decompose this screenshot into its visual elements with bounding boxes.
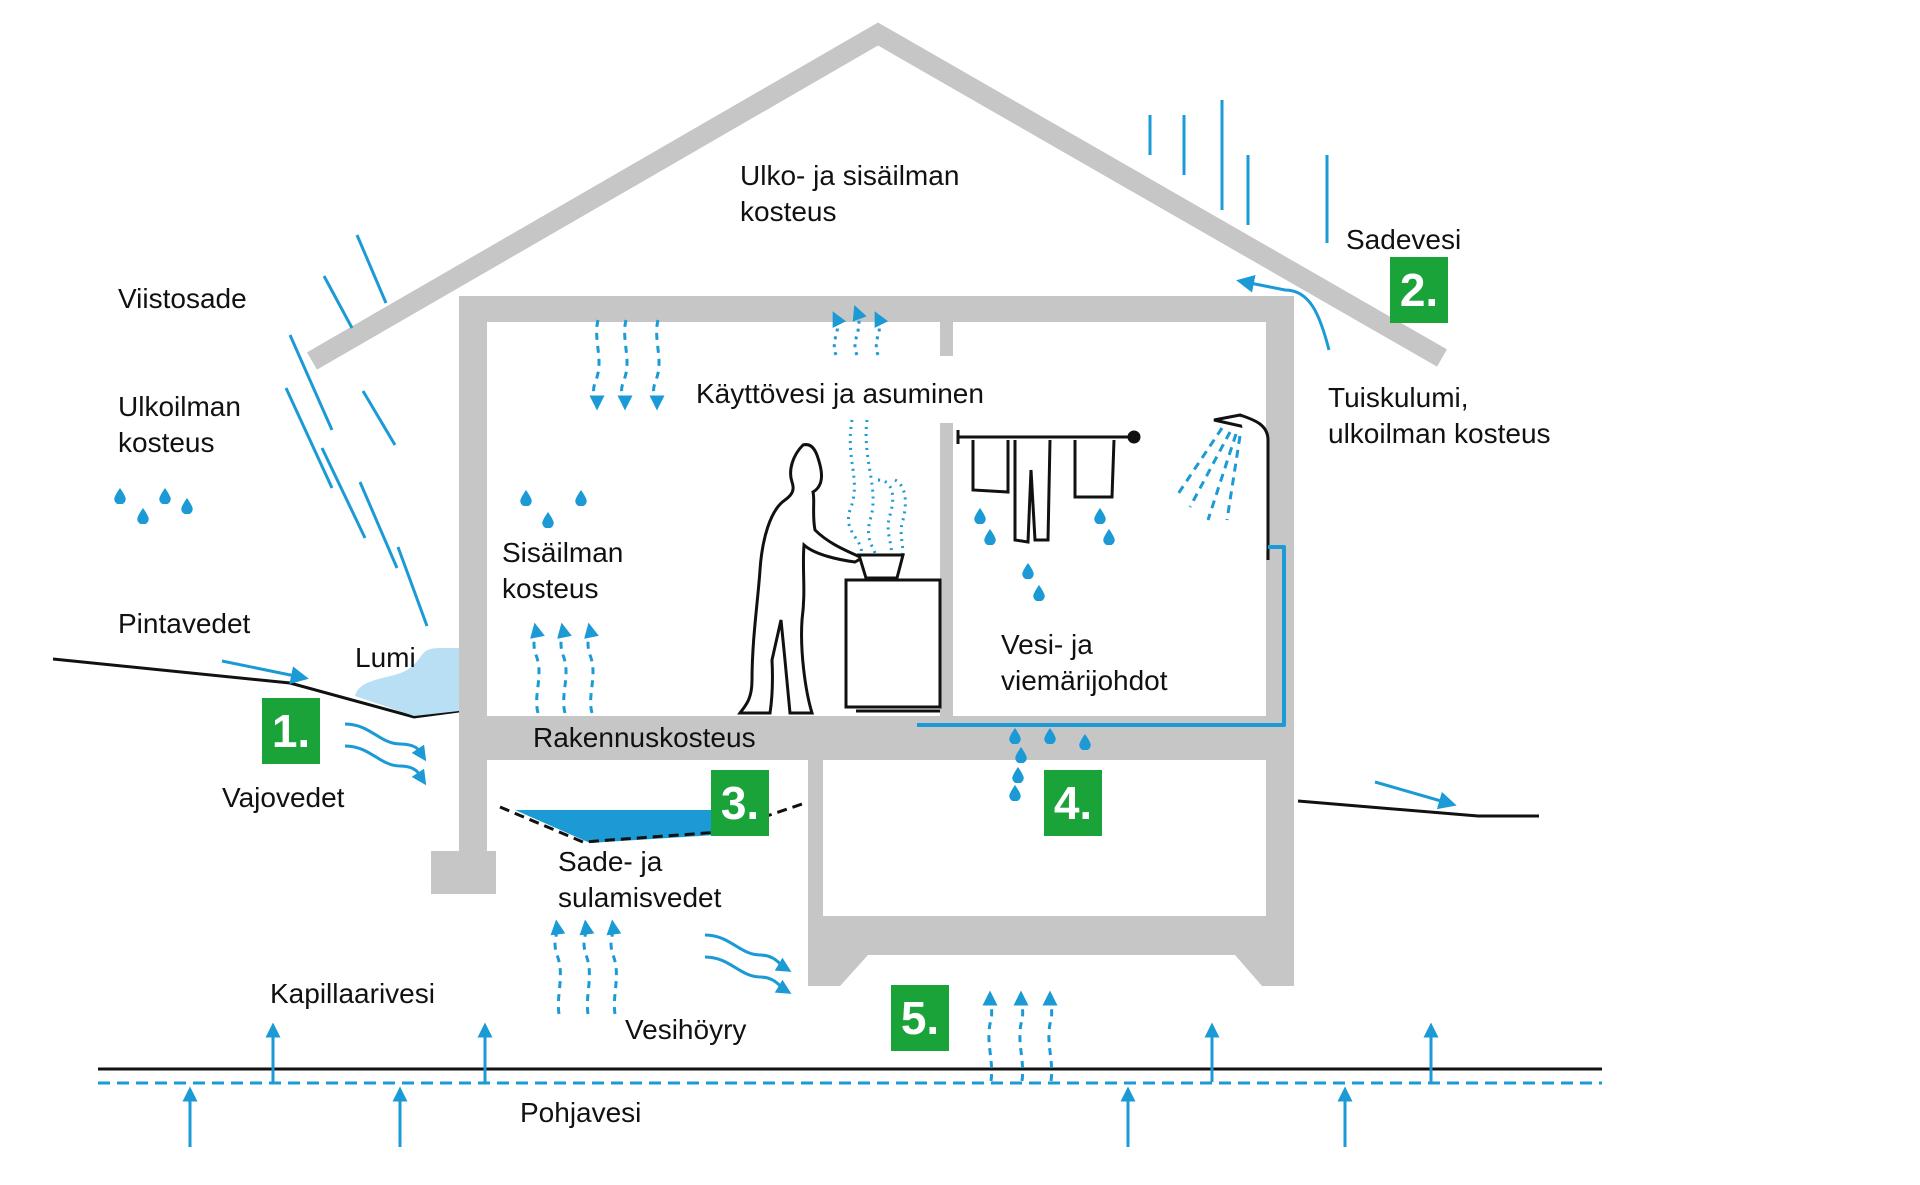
crawlspace-vapour-up [550,919,622,1015]
label-line: ulkoilman kosteus [1328,418,1551,449]
ground-left [52,657,460,719]
label-line: viemärijohdot [1001,665,1168,696]
capillary-arrows [265,1022,1439,1082]
label-capillary-water: Kapillaarivesi [270,978,435,1009]
ground-right [1297,799,1539,818]
label-line: kosteus [502,573,599,604]
surface-water-arrow-right [1374,780,1457,810]
person-cooking-icon [737,443,866,715]
badge-2: 2. [1390,257,1448,323]
label-line: Sisäilman [502,537,624,568]
floor-vapour-up [530,622,599,714]
label-line: Ulko- ja sisäilman [740,160,960,191]
label-line: Sade- ja [558,846,663,877]
seepage-arrows [344,722,427,786]
label-seepage: Vajovedet [222,782,345,813]
label-pipes: Vesi- ja viemärijohdot [1001,627,1168,699]
ceiling-vapour-down [589,319,665,411]
water-pipe [917,545,1286,727]
drifting-snow-arrow [1236,274,1331,351]
pot-icon [856,553,905,580]
roof [306,22,1447,370]
label-line: Tuiskulumi, [1328,382,1469,413]
label-roof-space: Ulko- ja sisäilman kosteus [740,158,959,230]
label-rain-melt-water: Sade- ja sulamisvedet [558,844,721,916]
label-line: Vesi- ja [1001,629,1093,660]
vertical-rain [1148,100,1329,243]
label-slanting-rain: Viistosade [118,283,247,314]
badge-3: 3. [711,770,769,836]
house-structure [431,296,1294,986]
label-groundwater: Pohjavesi [520,1097,642,1128]
groundwater-arrows [182,1086,1353,1147]
label-indoor-humidity: Sisäilman kosteus [502,535,623,607]
outdoor-droplets [114,488,193,524]
surface-water-arrow [221,659,309,685]
label-surface-water: Pintavedet [118,608,251,639]
label-line: kosteus [740,196,837,227]
label-domestic-water: Käyttövesi ja asuminen [696,378,984,409]
label-line: sulamisvedet [558,882,722,913]
slanting-rain [284,234,429,627]
label-rain-water: Sadevesi [1346,224,1462,255]
towel-rack-icon [956,430,1141,544]
label-drifting-snow: Tuiskulumi, ulkoilman kosteus [1328,380,1551,452]
badge-5: 5. [891,985,949,1051]
shower-icon [1213,413,1270,560]
label-line: kosteus [118,427,215,458]
badge-4: 4. [1044,770,1102,836]
shower-spray [1174,427,1242,521]
stove-icon [844,578,942,709]
snow-pile [355,648,459,716]
label-construction-moisture: Rakennuskosteus [533,722,756,753]
badge-1: 1. [262,698,320,764]
ceiling-vapour-up [832,305,889,356]
label-outdoor-humidity: Ulkoilman kosteus [118,389,241,461]
vapour-wavy-arrows [704,933,792,994]
indoor-droplets [520,490,587,528]
label-line: Ulkoilman [118,391,241,422]
steam [847,419,907,561]
label-snow: Lumi [355,642,416,673]
label-water-vapour: Vesihöyry [625,1014,747,1045]
basement-vapour-up [982,990,1058,1082]
